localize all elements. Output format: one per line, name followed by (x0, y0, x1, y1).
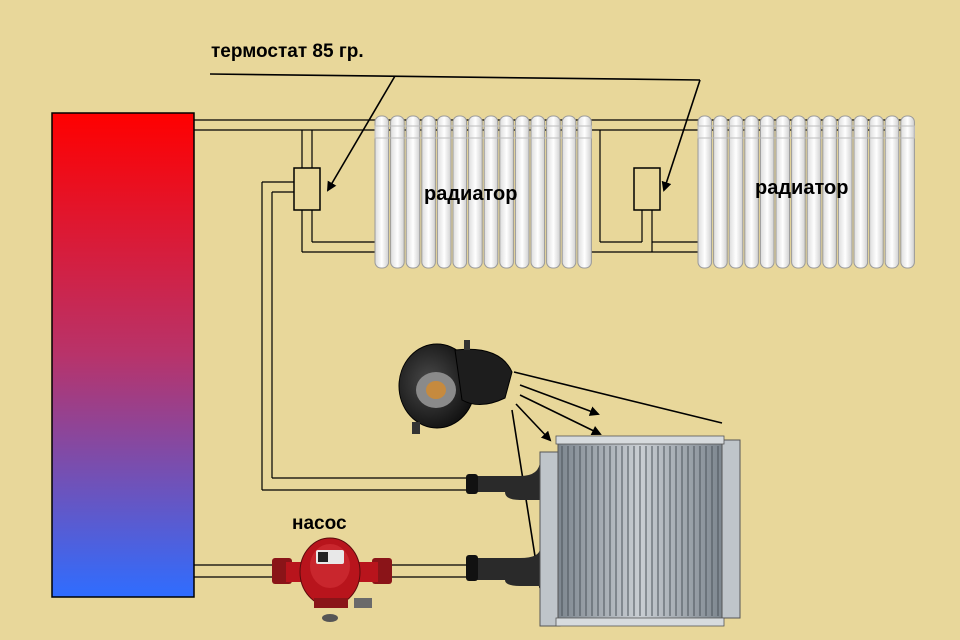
radiator-fin (514, 115, 530, 269)
radiator-fin (900, 115, 915, 269)
radiator-fin (421, 115, 436, 269)
radiator-fin (374, 115, 390, 269)
radiator-fin (759, 115, 775, 269)
radiator-header (374, 125, 592, 139)
boiler-tank-icon (51, 112, 195, 598)
radiator-fin (853, 115, 869, 269)
radiator-fin (405, 115, 421, 269)
thermostat-callouts (209, 73, 701, 192)
centrifugal-fan-icon (398, 340, 513, 434)
pump-label: насос (292, 513, 347, 534)
radiator-fin (728, 115, 744, 269)
radiator-fin (884, 115, 900, 269)
radiator-1-label: радиатор (424, 183, 518, 205)
radiator-fin (483, 115, 499, 269)
radiator-fin (452, 115, 468, 269)
radiator-fin (561, 115, 577, 269)
radiator-1-icon (374, 115, 592, 269)
radiator-fin (468, 115, 483, 269)
radiator-fin (791, 115, 806, 269)
radiator-fin (713, 115, 728, 269)
heater-core-icon (466, 435, 741, 627)
radiator-fin (577, 115, 592, 269)
radiator-fin (837, 115, 853, 269)
radiator-header (697, 125, 915, 139)
radiator-fin (775, 115, 791, 269)
thermostat-label: термостат 85 гр. (211, 41, 364, 62)
radiator-fin (744, 115, 759, 269)
pipework (194, 119, 910, 578)
circulation-pump-icon (272, 537, 392, 622)
radiator-2-icon (697, 115, 915, 269)
radiator-fin (530, 115, 546, 269)
radiator-fin (806, 115, 822, 269)
radiator-fin (546, 115, 561, 269)
radiator-2-label: радиатор (755, 177, 849, 199)
radiator-fin (436, 115, 452, 269)
radiator-fin (822, 115, 837, 269)
radiator-fin (869, 115, 884, 269)
radiator-fin (499, 115, 514, 269)
radiator-fin (697, 115, 713, 269)
radiator-fin (390, 115, 405, 269)
thermostat-valve-icon (293, 167, 661, 211)
